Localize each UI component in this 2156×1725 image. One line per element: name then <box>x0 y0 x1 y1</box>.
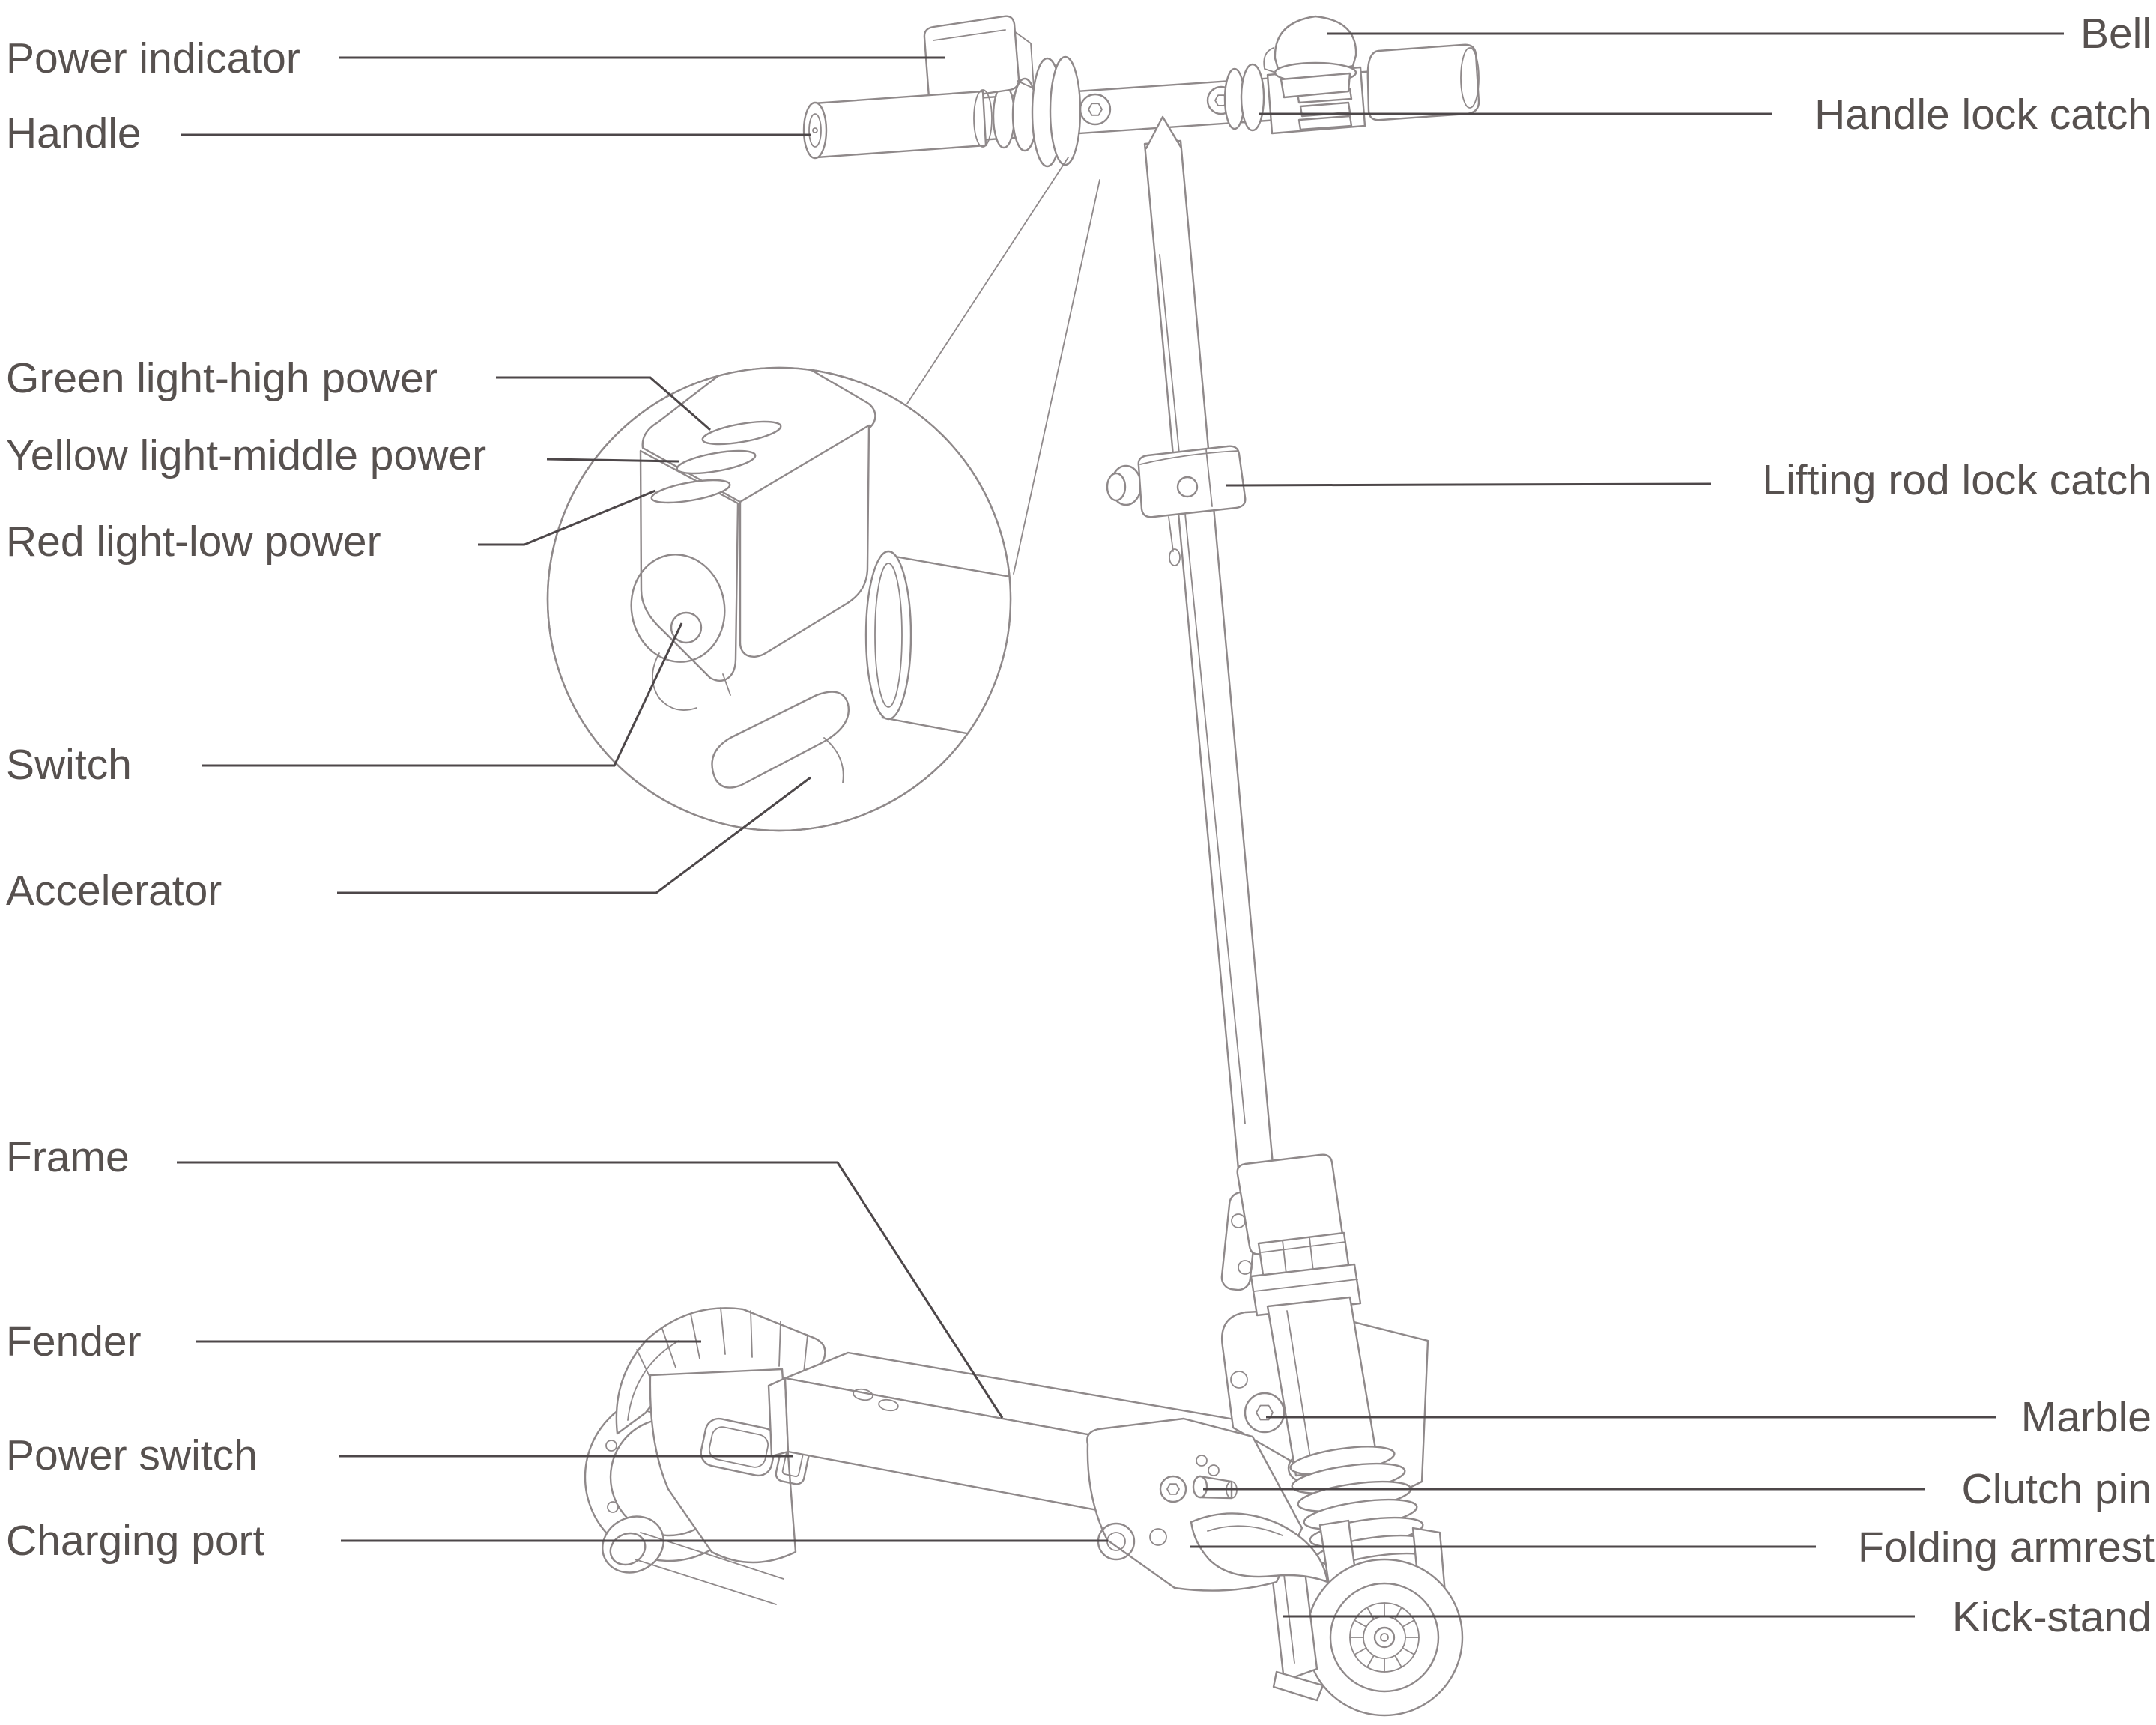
lifting-rod-drawing <box>1106 139 1277 1195</box>
lower-column-drawing <box>1220 1153 1380 1477</box>
front-wheel-drawing <box>1305 1558 1464 1717</box>
detail-circle <box>546 366 1012 832</box>
label-lifting-rod-lock-catch: Lifting rod lock catch <box>1762 456 2152 504</box>
label-switch: Switch <box>6 741 132 789</box>
leader-lines <box>177 32 2064 1618</box>
accelerator-drawing <box>711 673 850 789</box>
label-accelerator: Accelerator <box>6 867 222 915</box>
part-labels: Power indicator Handle Green light-high … <box>6 10 2155 1641</box>
label-frame: Frame <box>6 1133 130 1181</box>
label-handle-lock-catch: Handle lock catch <box>1814 91 2152 139</box>
label-clutch-pin: Clutch pin <box>1962 1465 2152 1513</box>
leader-green-light <box>496 376 711 431</box>
label-power-indicator: Power indicator <box>6 34 300 82</box>
lifting-rod-lock-catch-drawing <box>1106 445 1247 566</box>
label-power-switch: Power switch <box>6 1431 258 1479</box>
kick-stand-drawing <box>1268 1546 1324 1702</box>
label-yellow-light: Yellow light-middle power <box>6 431 486 479</box>
leader-lifting-rod-lock-catch <box>1226 482 1712 487</box>
magnifier-connector-lines <box>906 157 1100 575</box>
power-switch-housing-drawing <box>649 1368 812 1564</box>
leader-switch <box>202 622 683 767</box>
leader-frame <box>177 1161 1004 1419</box>
label-red-light: Red light-low power <box>6 518 381 566</box>
handlebar-drawing <box>802 15 1480 168</box>
label-charging-port: Charging port <box>6 1517 265 1565</box>
red-light-drawing <box>650 479 731 504</box>
indicator-lights-drawing <box>650 420 782 504</box>
leader-yellow-light <box>546 458 679 463</box>
label-kick-stand: Kick-stand <box>1952 1593 2152 1641</box>
switch-drawing <box>630 554 726 711</box>
green-light-drawing <box>701 420 782 446</box>
handle-grip-drawing <box>802 89 993 160</box>
label-folding-armrest: Folding armrest <box>1858 1524 2155 1571</box>
yellow-light-drawing <box>676 449 757 475</box>
label-green-light: Green light-high power <box>6 354 438 402</box>
marble-drawing <box>1244 1392 1286 1434</box>
label-handle: Handle <box>6 109 142 157</box>
bell-drawing <box>1263 15 1357 99</box>
label-bell: Bell <box>2080 10 2152 58</box>
scooter-drawing <box>546 15 1480 1717</box>
label-marble: Marble <box>2021 1393 2152 1441</box>
right-grip-drawing <box>1366 43 1480 121</box>
leader-accelerator <box>337 776 811 894</box>
power-indicator-drawing <box>923 15 1035 102</box>
leader-red-light <box>478 489 656 546</box>
label-fender: Fender <box>6 1318 142 1365</box>
